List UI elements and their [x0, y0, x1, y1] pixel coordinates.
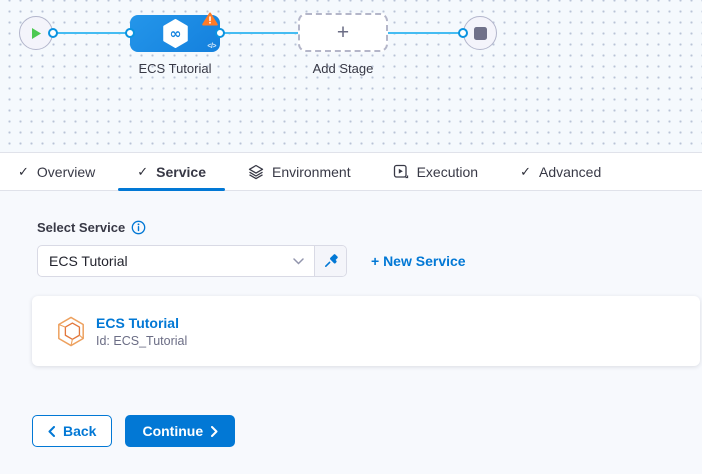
service-tab-panel: Select Service ECS Tutorial	[0, 191, 702, 474]
tab-label: Advanced	[538, 163, 602, 180]
service-card-title[interactable]: ECS Tutorial	[96, 314, 179, 331]
select-service-label: Select Service	[37, 220, 126, 235]
plus-icon: +	[336, 20, 350, 44]
edge-start-to-stage	[53, 32, 130, 34]
service-hexagon-icon	[58, 316, 84, 346]
pipeline-canvas[interactable]: ∞ </> ECS Tutorial + Add Stage	[0, 0, 702, 152]
tab-service[interactable]: ✓ Service	[116, 153, 227, 191]
tab-environment[interactable]: Environment	[227, 153, 372, 190]
info-icon[interactable]	[131, 220, 146, 235]
service-select-value[interactable]: ECS Tutorial	[49, 253, 128, 269]
port-end-in[interactable]	[458, 28, 468, 38]
tab-execution[interactable]: Execution	[372, 153, 499, 190]
service-card[interactable]: ECS Tutorial Id: ECS_Tutorial	[32, 296, 700, 366]
play-square-icon	[393, 164, 408, 178]
check-icon: ✓	[520, 163, 531, 179]
stage-label: ECS Tutorial	[138, 61, 212, 76]
tab-overview[interactable]: ✓ Overview	[18, 153, 116, 190]
stage-node-ecs-tutorial[interactable]: ∞ </>	[130, 12, 220, 52]
port-stage-in[interactable]	[125, 28, 135, 38]
service-card-text: ECS Tutorial Id: ECS_Tutorial	[96, 315, 187, 348]
select-service-label-row: Select Service	[0, 191, 702, 235]
stop-icon	[473, 26, 487, 40]
svg-text:∞: ∞	[169, 27, 181, 43]
tab-label: Execution	[416, 163, 479, 180]
code-icon: </>	[207, 43, 216, 50]
tab-advanced[interactable]: ✓ Advanced	[499, 153, 622, 190]
service-select-row: ECS Tutorial + New Service	[37, 245, 702, 277]
cd-stage-hexagon-icon: ∞	[162, 19, 188, 48]
play-icon	[32, 27, 41, 39]
edge-addstage-to-end	[388, 32, 463, 34]
tab-label: Service	[156, 163, 206, 180]
service-select[interactable]: ECS Tutorial	[37, 245, 347, 277]
pipeline-end-node[interactable]	[463, 16, 497, 50]
chevron-right-icon	[211, 425, 218, 437]
continue-button[interactable]: Continue	[125, 415, 236, 447]
add-stage-label: Add Stage	[312, 61, 374, 76]
pin-button[interactable]	[314, 246, 346, 276]
continue-button-label: Continue	[142, 423, 204, 439]
back-button[interactable]: Back	[32, 415, 113, 447]
stage-config-tabs: ✓ Overview ✓ Service Environment Executi…	[0, 152, 702, 191]
service-card-id: Id: ECS_Tutorial	[96, 333, 188, 348]
check-icon: ✓	[137, 163, 149, 179]
chevron-down-icon[interactable]	[293, 246, 314, 276]
tab-label: Environment	[272, 163, 351, 180]
chevron-left-icon	[48, 425, 55, 437]
port-stage-out[interactable]	[215, 28, 225, 38]
layers-diamond-icon	[248, 164, 264, 179]
new-service-link[interactable]: + New Service	[371, 253, 466, 269]
tab-label: Overview	[36, 163, 96, 180]
pipeline-start-node[interactable]	[19, 16, 53, 50]
warning-triangle-icon	[202, 12, 218, 26]
pin-icon	[324, 254, 338, 267]
add-stage-button[interactable]: +	[298, 13, 388, 52]
footer-actions: Back Continue	[32, 415, 702, 447]
check-icon: ✓	[18, 163, 29, 179]
back-button-label: Back	[63, 423, 97, 439]
port-start-out[interactable]	[48, 28, 58, 38]
edge-stage-to-addstage	[220, 32, 298, 34]
